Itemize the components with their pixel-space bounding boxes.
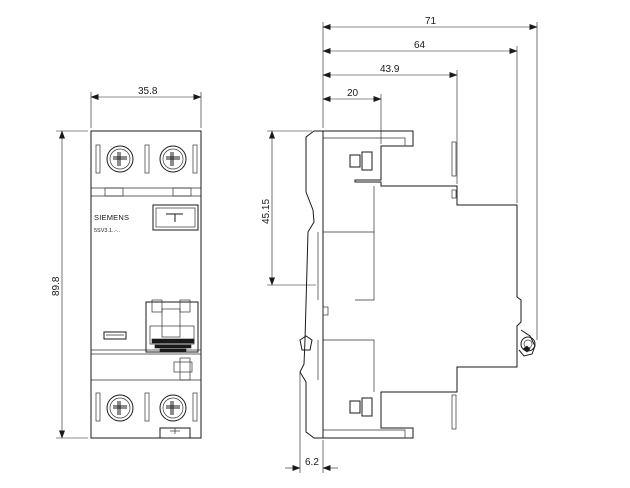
front-top-terminal-left	[106, 145, 134, 173]
dim-side-offset: 6.2	[285, 372, 338, 473]
model-label: 5SV3.1..-..	[94, 228, 120, 234]
dim-front-width: 35.8	[90, 86, 202, 128]
toggle-lever	[145, 299, 199, 353]
brand-label: SIEMENS	[94, 213, 129, 222]
dim-side-offset-label: 6.2	[305, 457, 319, 468]
test-window	[152, 204, 199, 231]
dim-side-height-half: 45.15	[261, 130, 316, 286]
side-body-outline	[322, 130, 522, 439]
side-lever-hinge	[518, 329, 536, 357]
side-top-slot	[361, 151, 373, 171]
dim-side-43-label: 43.9	[380, 64, 400, 75]
dim-side-64: 64	[322, 40, 518, 203]
dim-side-20-label: 20	[347, 88, 359, 99]
dim-front-width-label: 35.8	[138, 86, 158, 97]
front-bottom-terminal-left	[106, 394, 134, 422]
dim-side-20: 20	[322, 88, 382, 144]
side-bottom-slot	[361, 397, 373, 417]
front-bottom-terminal-right	[159, 394, 187, 422]
dim-side-overall: 71	[322, 16, 538, 340]
dim-side-43: 43.9	[322, 64, 458, 184]
dim-front-height: 89.8	[51, 130, 88, 439]
dim-side-height-half-label: 45.15	[261, 199, 272, 224]
dim-side-overall-label: 71	[425, 16, 437, 27]
side-view	[299, 130, 536, 439]
front-view: SIEMENS 5SV3.1..-..	[90, 130, 202, 439]
dim-side-64-label: 64	[414, 40, 426, 51]
status-indicator	[103, 331, 127, 340]
dim-front-height-label: 89.8	[51, 276, 62, 296]
front-body-outline	[90, 130, 202, 439]
front-top-terminal-right	[159, 145, 187, 173]
